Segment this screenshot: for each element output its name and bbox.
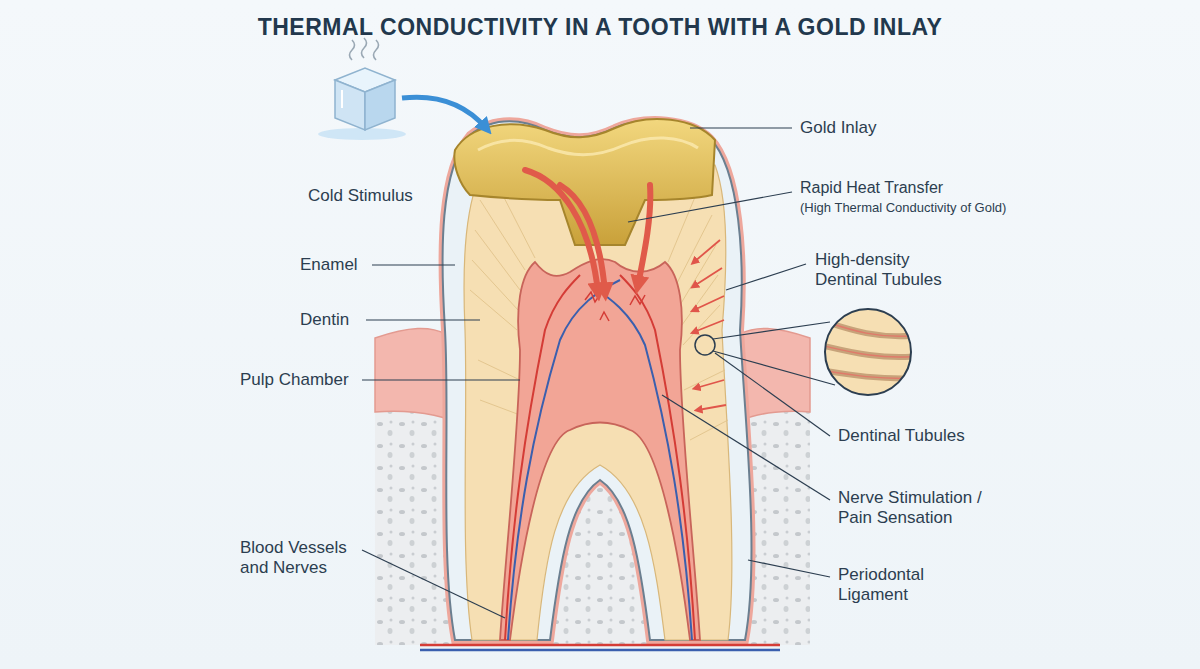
part-label: High-density Dentinal Tubules xyxy=(815,250,965,291)
effect-label: Nerve Stimulation / Pain Sensation xyxy=(838,488,1018,529)
diagram-title: THERMAL CONDUCTIVITY IN A TOOTH WITH A G… xyxy=(0,14,1200,41)
stimulus-label: Cold Stimulus xyxy=(308,186,448,206)
process-label: Rapid Heat Transfer xyxy=(800,178,1000,197)
part-label: Blood Vessels and Nerves xyxy=(240,538,365,579)
part-label: Gold Inlay xyxy=(800,118,960,138)
part-label: Periodontal Ligament xyxy=(838,565,963,606)
part-label: Dentin xyxy=(300,310,390,330)
part-label: Enamel xyxy=(300,255,390,275)
note-label: (High Thermal Conductivity of Gold) xyxy=(800,200,1060,216)
part-label: Dentinal Tubules xyxy=(838,426,1008,446)
part-label: Pulp Chamber xyxy=(240,370,370,390)
